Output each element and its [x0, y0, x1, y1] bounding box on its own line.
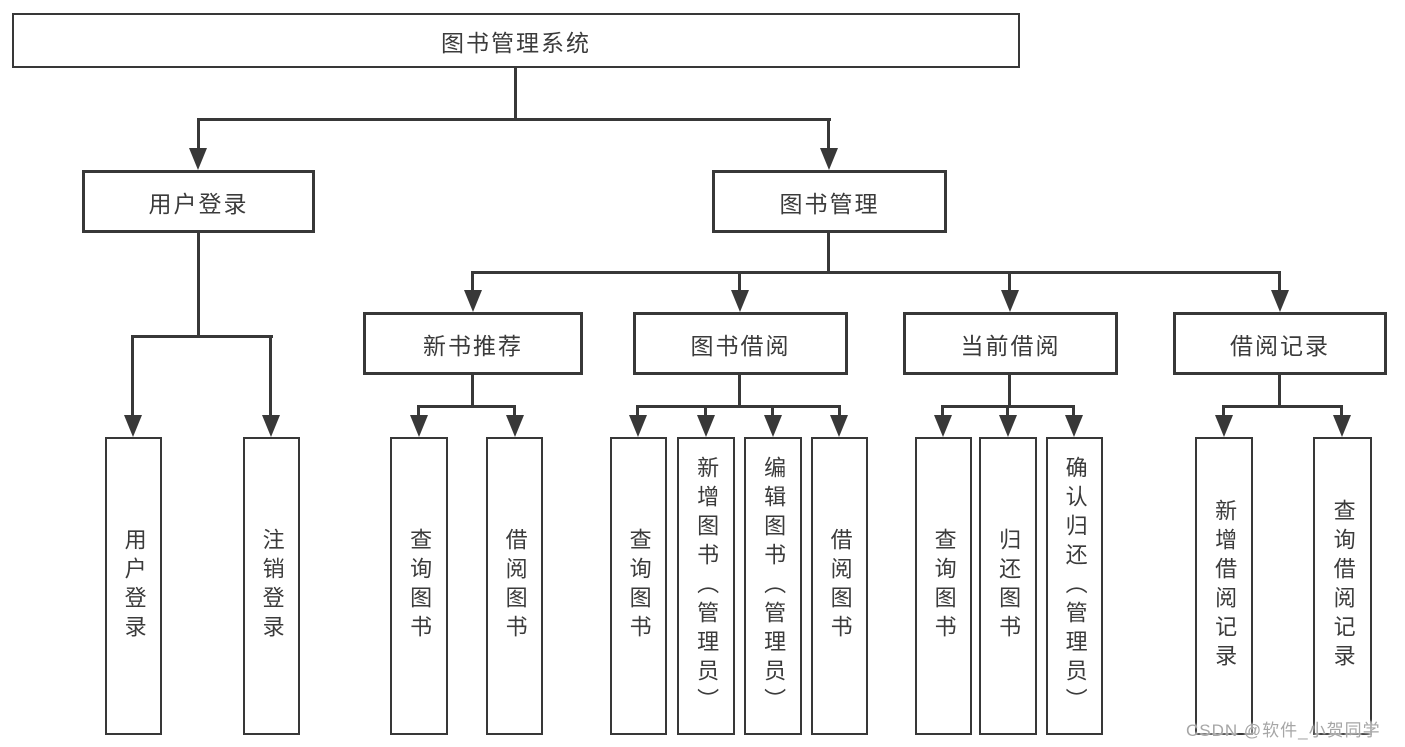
connector-line	[827, 233, 830, 274]
arrow-down-icon	[262, 415, 280, 437]
node-label: 图书借阅	[690, 332, 791, 359]
node-label: 当前借阅	[960, 332, 1061, 359]
leaf-label: 编辑图书（管理员）	[761, 455, 787, 717]
leaf-label: 确认归还（管理员）	[1062, 455, 1088, 717]
leaf-query-books-current: 查询图书	[915, 437, 972, 735]
arrow-down-icon	[506, 415, 524, 437]
connector-line	[1222, 405, 1225, 419]
arrow-down-icon	[764, 415, 782, 437]
connector-line	[131, 335, 134, 421]
arrow-down-icon	[189, 148, 207, 170]
leaf-label: 查询图书	[626, 528, 652, 644]
leaf-query-books-newbooks: 查询图书	[390, 437, 448, 735]
connector-line	[471, 271, 1281, 274]
connector-line	[197, 233, 200, 337]
connector-line	[838, 405, 841, 419]
leaf-label: 查询图书	[407, 528, 433, 644]
leaf-logout: 注销登录	[243, 437, 300, 735]
arrow-down-icon	[1333, 415, 1351, 437]
leaf-label: 查询图书	[931, 528, 957, 644]
leaf-add-borrow-record: 新增借阅记录	[1195, 437, 1253, 735]
connector-line	[771, 405, 774, 419]
connector-line	[131, 335, 273, 338]
arrow-down-icon	[934, 415, 952, 437]
arrow-down-icon	[731, 290, 749, 312]
connector-line	[1278, 375, 1281, 407]
node-borrow-records: 借阅记录	[1173, 312, 1387, 375]
node-label: 图书管理系统	[441, 29, 591, 56]
arrow-down-icon	[464, 290, 482, 312]
node-book-borrow: 图书借阅	[633, 312, 848, 375]
connector-line	[738, 271, 741, 292]
leaf-label: 用户登录	[121, 528, 147, 644]
node-library-management-system: 图书管理系统	[12, 13, 1020, 68]
node-current-borrow: 当前借阅	[903, 312, 1118, 375]
arrow-down-icon	[1271, 290, 1289, 312]
connector-line	[636, 405, 841, 408]
leaf-edit-book-admin: 编辑图书（管理员）	[744, 437, 802, 735]
node-label: 用户登录	[148, 190, 249, 217]
leaf-borrow-books-borrow: 借阅图书	[811, 437, 868, 735]
arrow-down-icon	[629, 415, 647, 437]
connector-line	[514, 68, 517, 121]
leaf-label: 借阅图书	[502, 528, 528, 644]
connector-line	[197, 118, 200, 154]
connector-line	[704, 405, 707, 419]
node-new-book-recommend: 新书推荐	[363, 312, 583, 375]
connector-line	[1072, 405, 1075, 419]
arrow-down-icon	[1215, 415, 1233, 437]
leaf-label: 查询借阅记录	[1330, 499, 1356, 673]
connector-line	[1278, 271, 1281, 292]
connector-line	[1340, 405, 1343, 419]
connector-line	[471, 271, 474, 292]
connector-line	[1008, 271, 1011, 292]
leaf-label: 注销登录	[259, 528, 285, 644]
arrow-down-icon	[830, 415, 848, 437]
leaf-query-borrow-record: 查询借阅记录	[1313, 437, 1372, 735]
node-book-management: 图书管理	[712, 170, 947, 233]
csdn-watermark: CSDN @软件_小贺同学	[1186, 721, 1381, 740]
node-label: 图书管理	[779, 190, 880, 217]
connector-line	[269, 335, 272, 421]
connector-line	[197, 118, 831, 121]
leaf-label: 归还图书	[996, 528, 1022, 644]
connector-line	[513, 405, 516, 419]
connector-line	[827, 118, 830, 154]
arrow-down-icon	[820, 148, 838, 170]
node-label: 新书推荐	[423, 332, 523, 359]
leaf-confirm-return-admin: 确认归还（管理员）	[1046, 437, 1103, 735]
connector-line	[417, 405, 420, 419]
leaf-query-books-borrow: 查询图书	[610, 437, 667, 735]
arrow-down-icon	[697, 415, 715, 437]
leaf-label: 新增图书（管理员）	[694, 455, 720, 717]
node-label: 借阅记录	[1230, 332, 1330, 359]
connector-line	[471, 375, 474, 407]
arrow-down-icon	[1001, 290, 1019, 312]
connector-line	[1008, 375, 1011, 407]
connector-line	[1006, 405, 1009, 419]
connector-line	[941, 405, 944, 419]
connector-line	[738, 375, 741, 407]
arrow-down-icon	[410, 415, 428, 437]
leaf-return-book: 归还图书	[979, 437, 1037, 735]
arrow-down-icon	[124, 415, 142, 437]
arrow-down-icon	[1065, 415, 1083, 437]
connector-line	[636, 405, 639, 419]
leaf-user-login: 用户登录	[105, 437, 162, 735]
leaf-label: 新增借阅记录	[1212, 499, 1238, 673]
leaf-add-book-admin: 新增图书（管理员）	[677, 437, 735, 735]
connector-line	[1222, 405, 1343, 408]
leaf-label: 借阅图书	[827, 528, 853, 644]
connector-line	[417, 405, 516, 408]
leaf-borrow-books-newbooks: 借阅图书	[486, 437, 543, 735]
node-user-login: 用户登录	[82, 170, 315, 233]
arrow-down-icon	[999, 415, 1017, 437]
